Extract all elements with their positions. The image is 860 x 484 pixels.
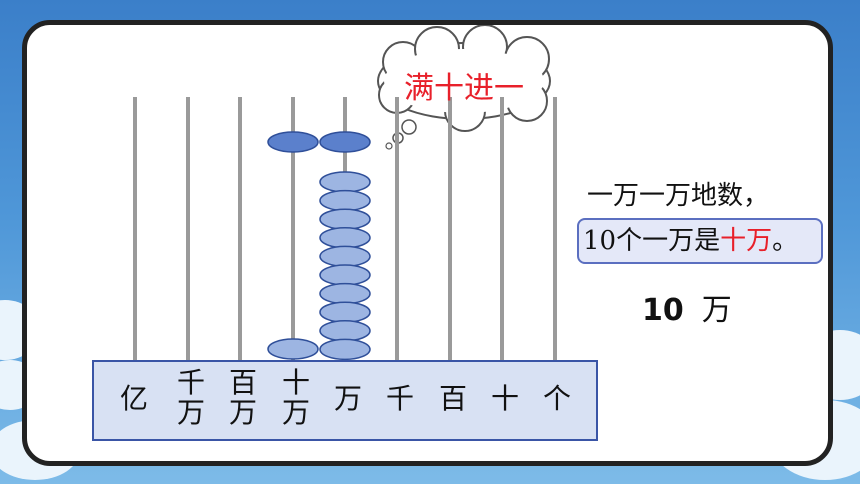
place-label-wan: 万: [333, 382, 362, 415]
place-label-yi: 亿: [119, 382, 148, 415]
bubble-text: 满十进一: [404, 71, 524, 106]
wan-bead: [319, 301, 371, 323]
wan-bead: [319, 189, 371, 212]
place-label-shiwan: 十 万: [281, 366, 310, 429]
place-label-ge: 个: [542, 382, 571, 415]
wan-bead: [319, 245, 371, 268]
abacus-rod: [395, 97, 399, 362]
slide-card: 满十进一 亿 千 万 百 万 十 万 万 千 百 十 个 一万一万地数， 10个…: [22, 20, 833, 466]
wan-bead: [319, 264, 371, 286]
place-label-shi: 十: [490, 382, 519, 415]
thought-bubble: [377, 25, 551, 150]
abacus-base: 亿 千 万 百 万 十 万 万 千 百 十 个: [92, 360, 598, 441]
wan-bead: [319, 208, 371, 230]
explanation-box: 10个一万是十万。: [577, 218, 823, 264]
abacus-rod: [448, 97, 452, 362]
wan-bead: [319, 282, 371, 305]
abacus-rod: [133, 97, 137, 362]
abacus-beads: [267, 131, 371, 361]
result-number: 10: [642, 293, 684, 328]
place-label-bai: 百: [438, 382, 467, 415]
place-label-baiwan: 百 万: [228, 366, 257, 429]
shiwan-bead: [267, 338, 319, 360]
explanation-suffix: 。: [772, 226, 799, 256]
abacus-rod: [291, 97, 295, 362]
wan-bead: [319, 320, 371, 342]
shiwan-bead: [267, 131, 319, 153]
result-value: 10 万: [642, 285, 732, 329]
explanation-prefix: 10个一万是: [583, 226, 721, 256]
abacus: [133, 25, 557, 362]
result-unit: 万: [701, 293, 732, 328]
abacus-rod: [238, 97, 242, 362]
explanation-highlight: 十万: [720, 226, 773, 256]
explanation-line1: 一万一万地数，: [587, 181, 770, 211]
abacus-rod: [186, 97, 190, 362]
wan-bead: [319, 131, 371, 153]
abacus-rod: [500, 97, 504, 362]
place-label-qianwan: 千 万: [176, 366, 205, 429]
wan-bead: [319, 171, 371, 193]
abacus-rod: [553, 97, 557, 362]
wan-bead: [319, 338, 371, 361]
place-label-qian: 千: [385, 382, 414, 415]
wan-bead: [319, 227, 371, 249]
